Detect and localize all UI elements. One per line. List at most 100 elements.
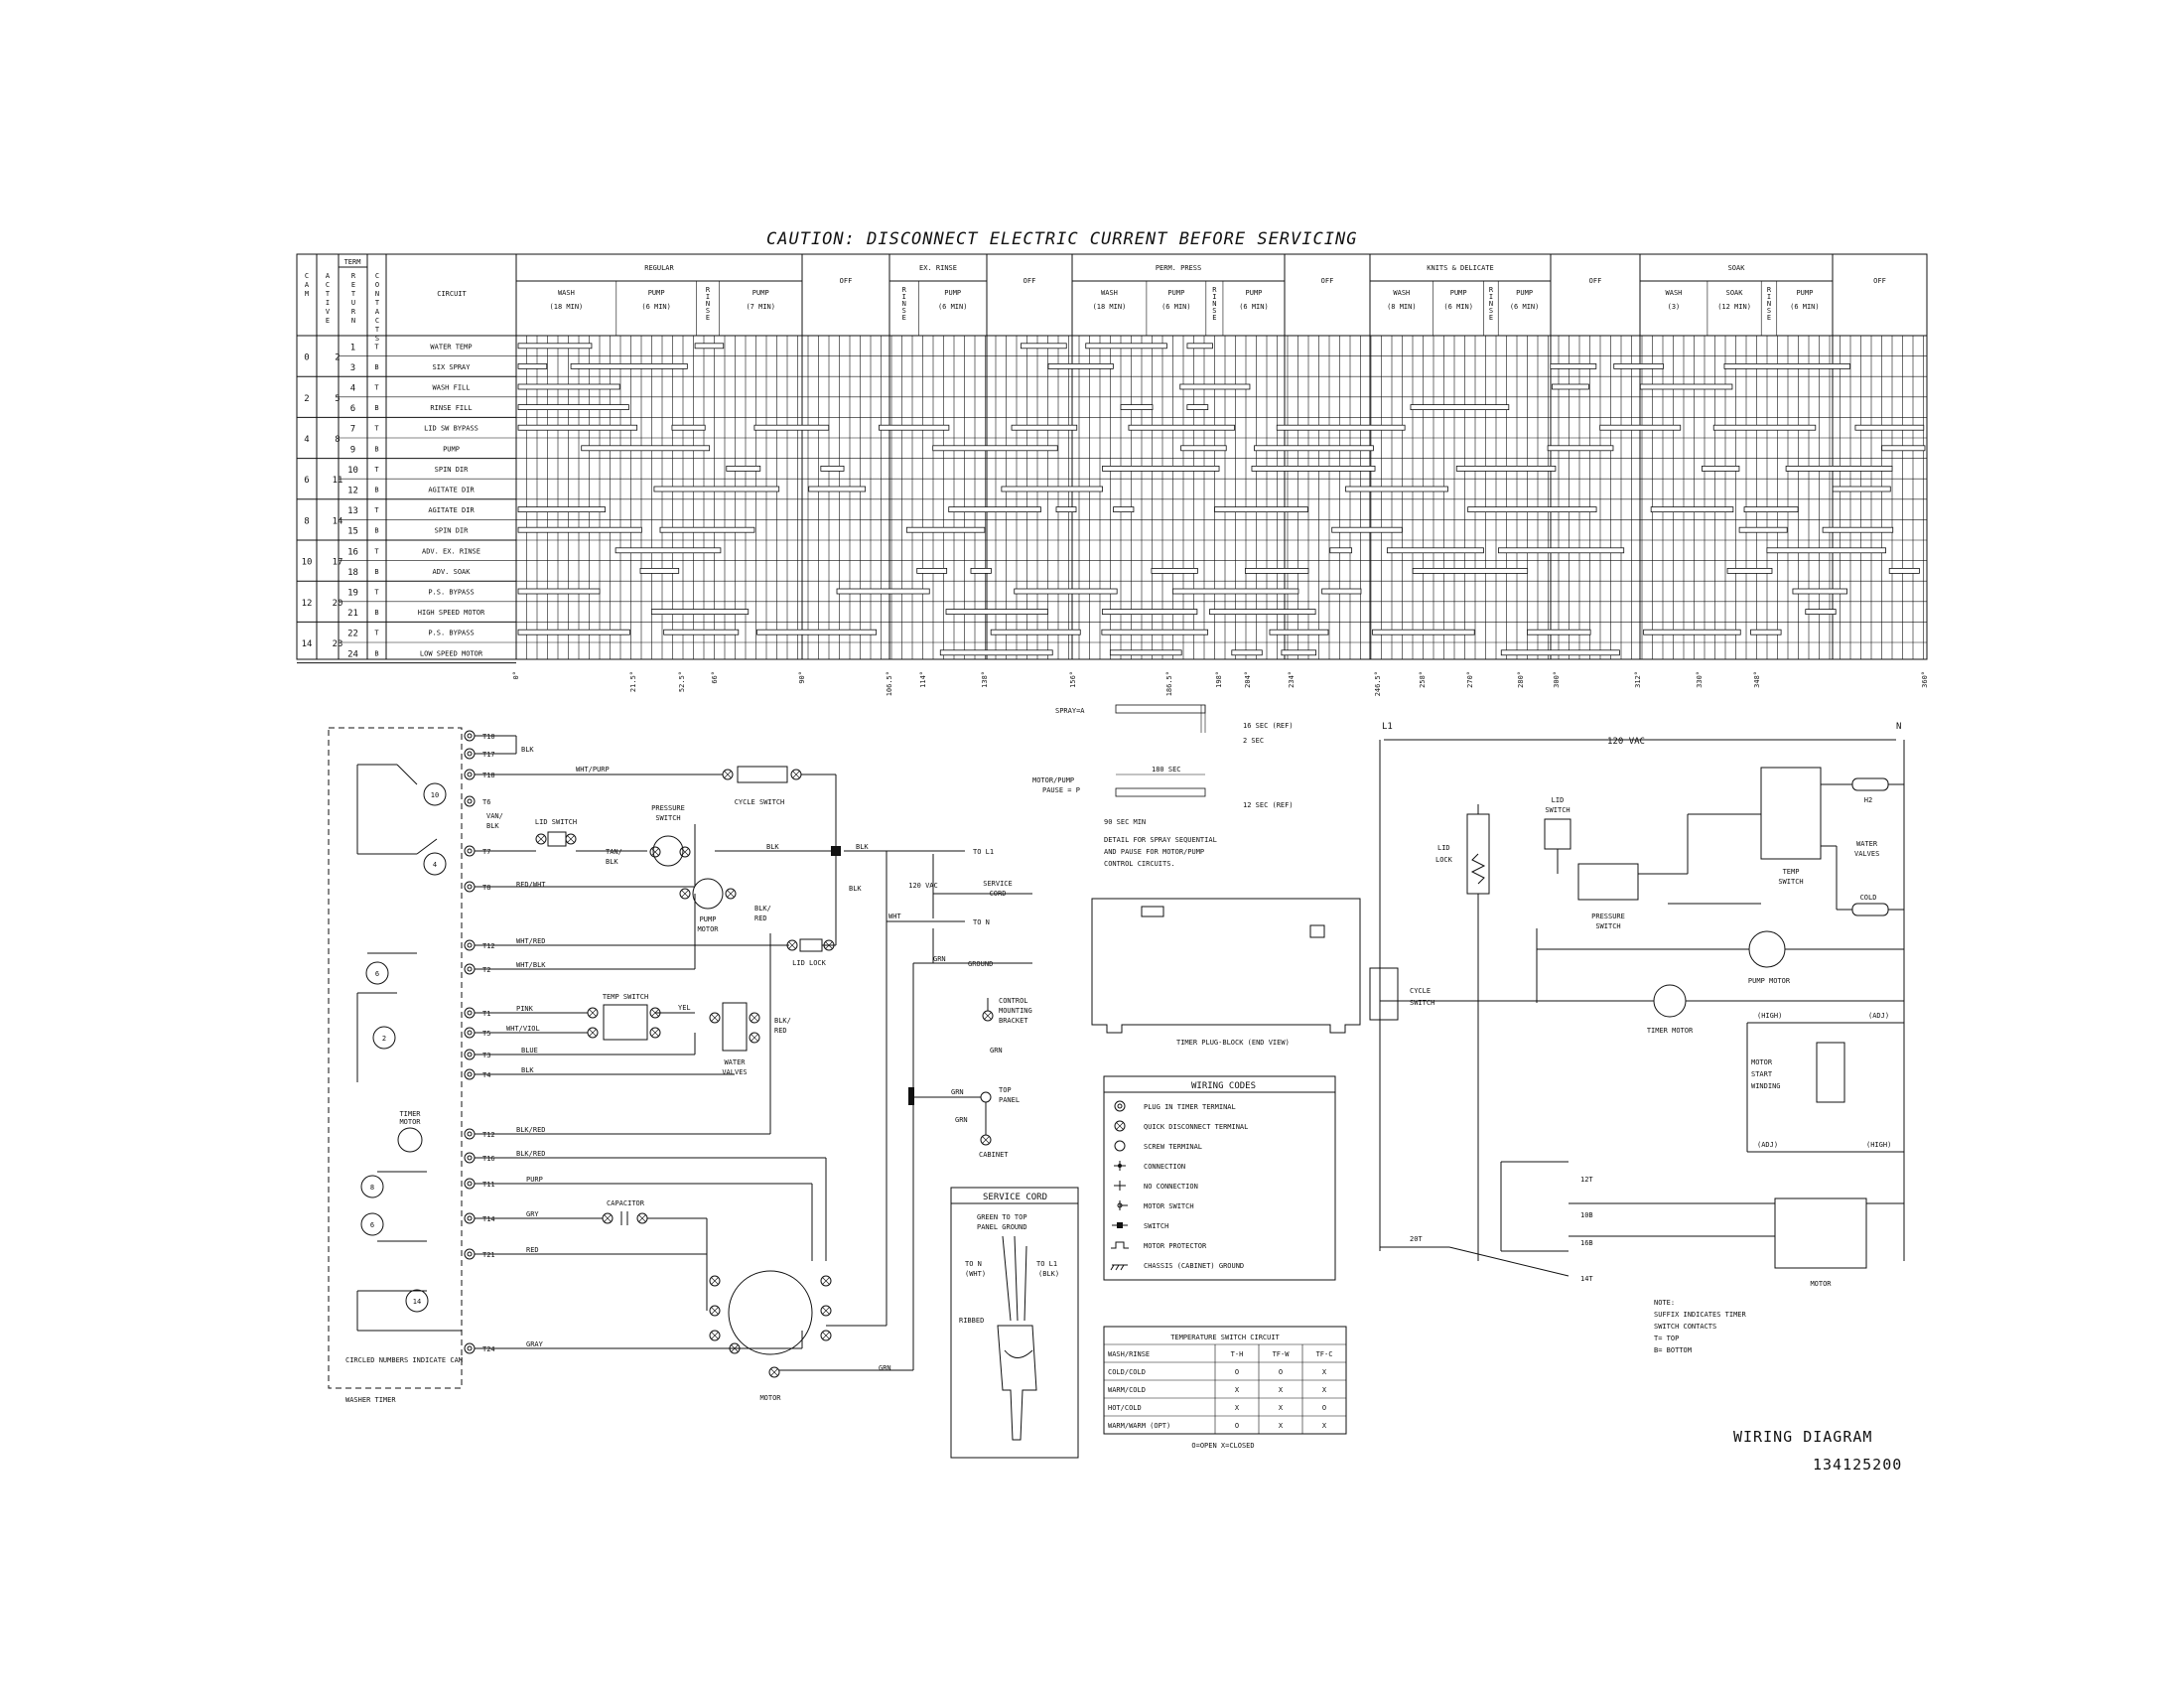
switch-closed-bar bbox=[1412, 568, 1529, 574]
pulse-b-label: 2 SEC bbox=[1243, 737, 1264, 745]
pump-motor-label: PUMP MOTOR bbox=[1748, 977, 1791, 985]
ladder-note: SWITCH CONTACTS bbox=[1654, 1323, 1716, 1331]
contact-position: B bbox=[374, 404, 378, 412]
cord-to-l1-blk: (BLK) bbox=[1038, 1270, 1059, 1278]
step-label: N bbox=[706, 300, 710, 308]
terminal-dot bbox=[467, 772, 473, 777]
contact-position: T bbox=[374, 630, 379, 637]
switch-closed-bar bbox=[1014, 588, 1118, 595]
internal-wire bbox=[416, 838, 438, 855]
step-label: R bbox=[902, 286, 907, 294]
degree-label: 114° bbox=[919, 671, 927, 688]
degree-label: 21.5° bbox=[629, 671, 637, 692]
switch-closed-bar bbox=[1101, 629, 1209, 635]
temp-table-header: T-H bbox=[1231, 1350, 1244, 1358]
wire-color-label: PINK bbox=[516, 1005, 534, 1013]
switch-closed-bar bbox=[905, 526, 986, 533]
pump-motor-label: PUMP bbox=[700, 915, 717, 923]
terminal-x bbox=[822, 1332, 830, 1339]
terminal-label: T12 bbox=[482, 942, 495, 950]
quick-disconnect-terminal bbox=[823, 939, 835, 951]
switch-closed-bar bbox=[1650, 506, 1734, 513]
timer-terminal bbox=[464, 1128, 476, 1140]
switch-closed-bar bbox=[517, 404, 629, 411]
timing-note-3: CONTROL CIRCUITS. bbox=[1104, 860, 1175, 868]
terminal-dot bbox=[467, 1071, 473, 1077]
circuit-name: PUMP bbox=[443, 445, 460, 453]
timer-terminal bbox=[464, 1212, 476, 1224]
contact-position: T bbox=[374, 547, 379, 555]
return-terminal: 21 bbox=[347, 609, 358, 619]
motor-start-label: START bbox=[1751, 1070, 1773, 1078]
temp-table-cell: O bbox=[1235, 1368, 1239, 1376]
step-label: PUMP bbox=[944, 289, 961, 297]
plug-block-label: TIMER PLUG-BLOCK (END VIEW) bbox=[1176, 1039, 1290, 1047]
switch-closed-bar bbox=[517, 506, 606, 513]
return-terminal: 3 bbox=[350, 363, 355, 373]
l1-label: L1 bbox=[1382, 722, 1393, 732]
switch-closed-bar bbox=[1467, 506, 1597, 513]
step-label: SOAK bbox=[1726, 289, 1744, 297]
switch-closed-bar bbox=[1321, 588, 1362, 595]
circuit-name: P.S. BYPASS bbox=[428, 630, 474, 637]
cam-number: 4 bbox=[304, 435, 309, 445]
motor-box bbox=[1774, 1197, 1867, 1269]
cam-circle bbox=[423, 852, 447, 876]
switch-closed-bar bbox=[1805, 609, 1837, 615]
switch-closed-bar bbox=[820, 465, 845, 472]
terminal-x bbox=[982, 1136, 990, 1144]
pump-motor-label: MOTOR bbox=[697, 925, 719, 933]
switch-closed-bar bbox=[932, 445, 1058, 452]
high-label: (HIGH) bbox=[1757, 1012, 1782, 1020]
pressure-switch-icon bbox=[652, 835, 684, 867]
quick-disconnect-terminal bbox=[602, 1212, 614, 1224]
vac-label: 120 VAC bbox=[1607, 737, 1645, 747]
switch-closed-bar bbox=[1214, 506, 1308, 513]
switch-closed-bar bbox=[939, 649, 1053, 656]
legend-item: CONNECTION bbox=[1144, 1163, 1185, 1171]
ladder-note: B= BOTTOM bbox=[1654, 1346, 1692, 1354]
top-panel-label: TOP bbox=[999, 1086, 1012, 1094]
switch-closed-bar bbox=[1331, 526, 1403, 533]
temp-table-cell: X bbox=[1322, 1368, 1327, 1376]
washer-timer-box bbox=[328, 727, 463, 1389]
active-header: E bbox=[326, 317, 330, 325]
ladder-note: T= TOP bbox=[1654, 1335, 1679, 1342]
wire-color-label: BLK/ bbox=[774, 1017, 791, 1025]
connection-icon bbox=[1118, 1164, 1122, 1168]
switch-closed-bar bbox=[694, 343, 725, 350]
return-terminal: 1 bbox=[350, 343, 355, 352]
active-header: T bbox=[326, 290, 331, 298]
period-label: 180 SEC bbox=[1152, 766, 1181, 774]
vac-label: 120 VAC bbox=[908, 882, 938, 890]
timer-terminal bbox=[464, 1342, 476, 1354]
contact-position: T bbox=[374, 589, 379, 597]
legend-item: MOTOR SWITCH bbox=[1144, 1202, 1194, 1210]
timer-terminal bbox=[464, 748, 476, 760]
timer-terminal bbox=[464, 1027, 476, 1039]
return-header: R bbox=[351, 272, 356, 280]
wiring-diagram-title: WIRING DIAGRAM bbox=[1733, 1428, 1872, 1446]
switch-closed-bar bbox=[1109, 649, 1182, 656]
cycle-name: OFF bbox=[1589, 277, 1602, 285]
switch-closed-bar bbox=[1738, 526, 1788, 533]
adj-label: (ADJ) bbox=[1868, 1012, 1889, 1020]
return-terminal: 15 bbox=[347, 527, 358, 537]
temp-table-cell: X bbox=[1235, 1404, 1240, 1412]
switch-closed-bar bbox=[1613, 362, 1664, 369]
motor-protector-icon bbox=[1111, 1241, 1129, 1249]
wire-color-label: PURP bbox=[526, 1176, 543, 1184]
legend-item: MOTOR PROTECTOR bbox=[1144, 1242, 1207, 1250]
cam-number: 6 bbox=[370, 1221, 374, 1229]
temp-switch-label: SWITCH bbox=[1778, 878, 1803, 886]
switch-closed-bar bbox=[1120, 404, 1154, 411]
pictorial-wiring-diagram: WASHER TIMER CIRCLED NUMBERS INDICATE CA… bbox=[328, 727, 1032, 1404]
plug-terminal-icon bbox=[1114, 1100, 1126, 1112]
degree-label: 106.5° bbox=[886, 671, 893, 696]
switch-closed-bar bbox=[653, 486, 780, 492]
terminal-label: T24 bbox=[482, 1345, 495, 1353]
terminal-x bbox=[822, 1307, 830, 1315]
step-duration: (12 MIN) bbox=[1717, 303, 1751, 311]
terminal-x bbox=[651, 1029, 659, 1037]
pressure-switch-label: PRESSURE bbox=[1591, 913, 1625, 920]
